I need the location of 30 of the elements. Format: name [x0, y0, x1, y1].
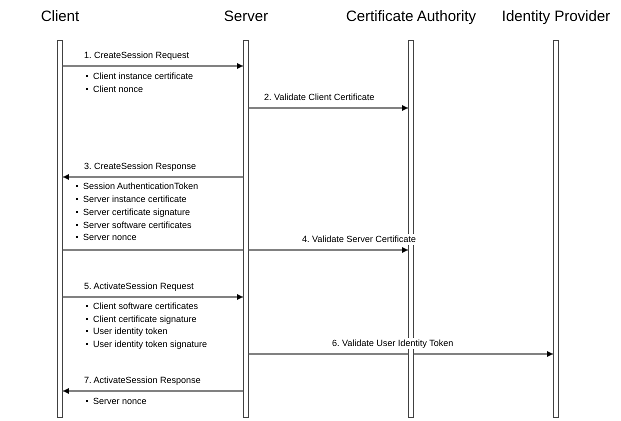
bullet-note: Client certificate signature [85, 313, 197, 326]
bullet-note: Client nonce [85, 83, 144, 96]
edge-label: 1. CreateSession Request [82, 50, 192, 61]
lifeline-title: Server [222, 8, 270, 26]
bullet-note: User identity token [85, 325, 168, 338]
arrow [62, 63, 244, 69]
bullet-note: Server instance certificate [75, 193, 187, 206]
bullet-note: Client instance certificate [85, 70, 194, 82]
edge-label: 3. CreateSession Response [82, 161, 198, 172]
lifeline-title: Identity Provider [500, 8, 612, 26]
arrow [248, 105, 408, 111]
arrow [62, 388, 244, 394]
arrow [62, 247, 408, 253]
bullet-note: Server software certificates [75, 219, 192, 232]
bullet-note: Server certificate signature [75, 206, 190, 218]
bullet-note: User identity token signature [85, 338, 208, 350]
edge-label: 7. ActivateSession Response [82, 375, 203, 386]
lifeline-title: Client [40, 8, 80, 26]
arrow [62, 294, 244, 300]
lifeline-title: Certificate Authority [344, 8, 478, 26]
arrow [248, 351, 554, 357]
edge-label: 5. ActivateSession Request [82, 281, 196, 292]
edge-label: 2. Validate Client Certificate [262, 92, 376, 103]
bullet-note: Session AuthenticationToken [75, 180, 198, 192]
bullet-note: Client software certificates [85, 300, 198, 312]
bullet-note: Server nonce [75, 231, 137, 244]
edge-label: 6. Validate User Identity Token [330, 338, 456, 349]
bullet-note: Server nonce [85, 395, 147, 408]
edge-label: 4. Validate Server Certificate [300, 234, 418, 245]
arrow [62, 174, 244, 180]
